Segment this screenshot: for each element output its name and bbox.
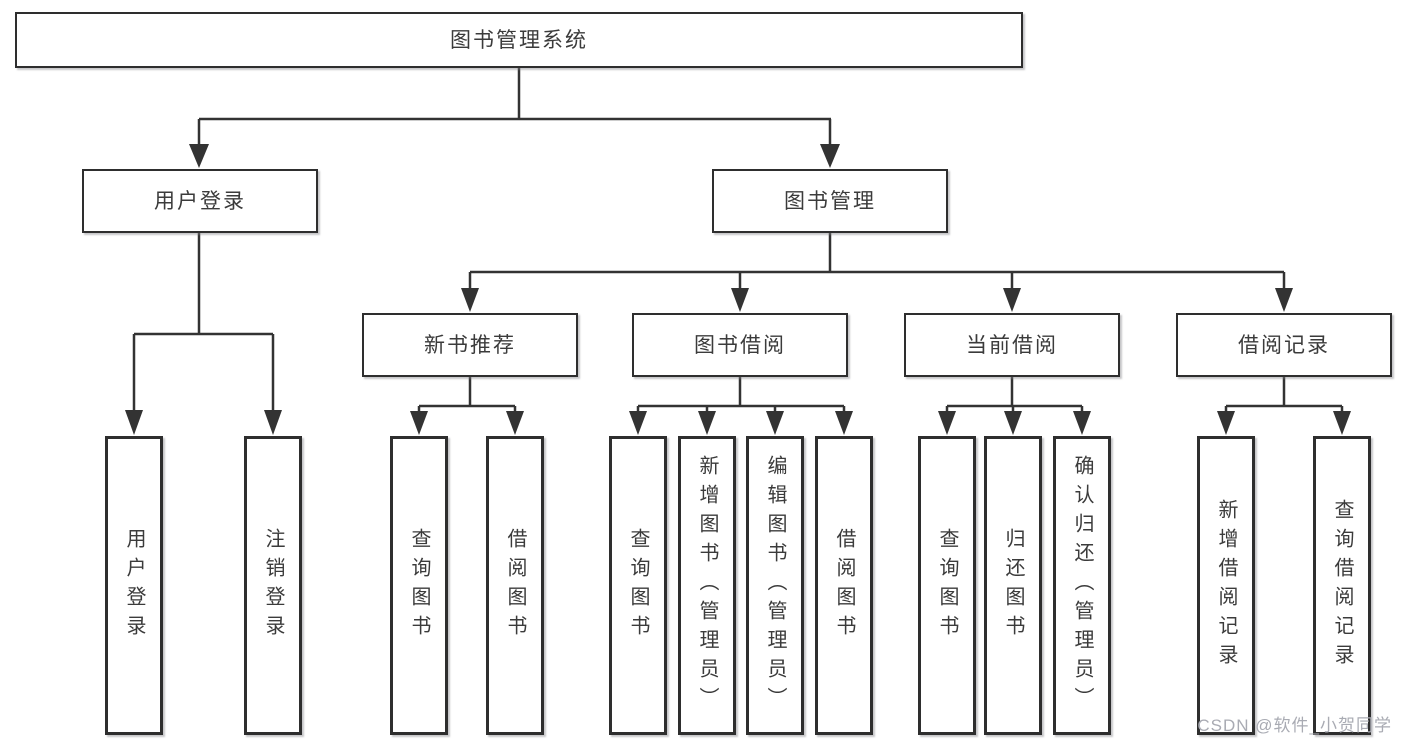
leaf-nb-query-books-label: 查询图书 <box>408 527 430 644</box>
leaf-cb-query-books-label: 查询图书 <box>936 527 958 644</box>
leaf-logout: 注销登录 <box>244 436 302 735</box>
node-user-login-label: 用户登录 <box>154 189 246 213</box>
node-book-borrowing: 图书借阅 <box>632 313 848 377</box>
leaf-bb-edit-book-admin-label: 编辑图书（管理员） <box>764 455 786 716</box>
leaf-user-login-label: 用户登录 <box>123 527 145 644</box>
node-user-login: 用户登录 <box>82 169 318 233</box>
leaf-cb-return-books-label: 归还图书 <box>1002 527 1024 644</box>
leaf-bb-add-book-admin: 新增图书（管理员） <box>678 436 736 735</box>
leaf-cb-query-books: 查询图书 <box>918 436 976 735</box>
node-current-borrowing-label: 当前借阅 <box>966 333 1058 357</box>
connector-currentborrow-to-leaves <box>945 377 1084 411</box>
leaf-bb-borrow-books: 借阅图书 <box>815 436 873 735</box>
node-book-management-label: 图书管理 <box>784 189 876 213</box>
leaf-cb-confirm-return-admin-label: 确认归还（管理员） <box>1071 455 1093 716</box>
node-book-borrowing-label: 图书借阅 <box>694 333 786 357</box>
leaf-bb-borrow-books-label: 借阅图书 <box>833 527 855 644</box>
node-current-borrowing: 当前借阅 <box>904 313 1120 377</box>
node-book-management: 图书管理 <box>712 169 948 233</box>
leaf-bb-add-book-admin-label: 新增图书（管理员） <box>696 455 718 716</box>
connector-root-to-level1 <box>197 68 832 144</box>
leaf-nb-borrow-books: 借阅图书 <box>486 436 544 735</box>
leaf-cb-confirm-return-admin: 确认归还（管理员） <box>1053 436 1111 735</box>
connector-newbook-to-leaves <box>417 377 517 411</box>
leaf-nb-borrow-books-label: 借阅图书 <box>504 527 526 644</box>
leaf-br-add-record-label: 新增借阅记录 <box>1215 498 1237 673</box>
leaf-bb-query-books: 查询图书 <box>609 436 667 735</box>
leaf-cb-return-books: 归还图书 <box>984 436 1042 735</box>
node-new-book-recommend: 新书推荐 <box>362 313 578 377</box>
node-borrowing-records-label: 借阅记录 <box>1238 333 1330 357</box>
leaf-br-add-record: 新增借阅记录 <box>1197 436 1255 735</box>
connector-borrowrecords-to-leaves <box>1224 377 1344 411</box>
node-library-system-label: 图书管理系统 <box>450 28 588 52</box>
leaf-user-login: 用户登录 <box>105 436 163 735</box>
node-borrowing-records: 借阅记录 <box>1176 313 1392 377</box>
leaf-br-query-record: 查询借阅记录 <box>1313 436 1371 735</box>
leaf-bb-query-books-label: 查询图书 <box>627 527 649 644</box>
connector-bookborrow-to-leaves <box>636 377 846 411</box>
arrowheads <box>125 144 1351 435</box>
connector-userlogin-to-leaves <box>132 233 275 410</box>
node-library-system: 图书管理系统 <box>15 12 1023 68</box>
csdn-watermark: CSDN @软件_小贺同学 <box>1197 716 1392 735</box>
connector-bookmgmt-to-level2 <box>468 233 1286 288</box>
leaf-nb-query-books: 查询图书 <box>390 436 448 735</box>
leaf-bb-edit-book-admin: 编辑图书（管理员） <box>746 436 804 735</box>
leaf-br-query-record-label: 查询借阅记录 <box>1331 498 1353 673</box>
leaf-logout-label: 注销登录 <box>262 527 284 644</box>
node-new-book-recommend-label: 新书推荐 <box>424 333 516 357</box>
